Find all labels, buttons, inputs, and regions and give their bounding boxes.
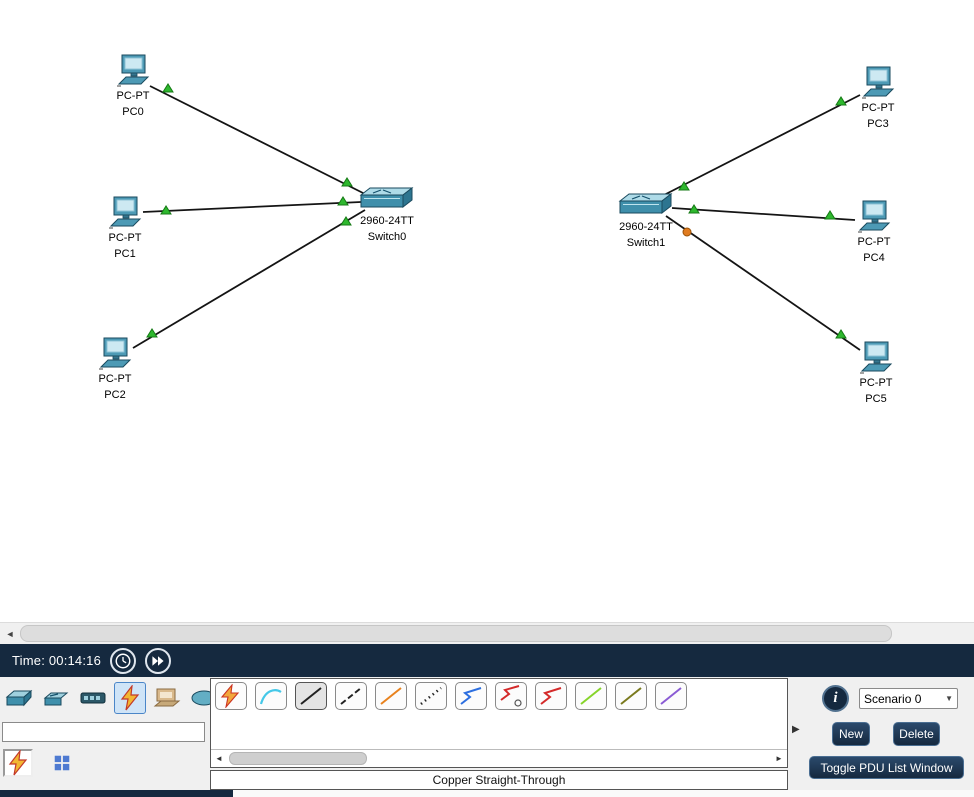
device-label: PC-PT [99,373,132,385]
cable-fiber-icon[interactable] [375,682,407,710]
selected-cable-label: Copper Straight-Through [210,770,788,790]
canvas-horizontal-scrollbar[interactable]: ◄ [0,622,974,644]
link-status-up-icon [146,328,158,338]
cable-console-icon[interactable] [255,682,287,710]
device-label: Switch1 [627,237,666,249]
link-status-up-icon [162,83,174,93]
new-scenario-button[interactable]: New [832,722,870,746]
device-label: 2960-24TT [360,215,414,227]
cable-icon-row [215,682,687,710]
device-grid-icon[interactable] [49,750,75,776]
link-pc2-switch0[interactable] [132,209,366,349]
link-status-up-icon [835,96,847,106]
cable-auto-connect-icon[interactable] [215,682,247,710]
link-status-up-icon [337,196,349,206]
info-button[interactable]: i [822,685,849,712]
device-switch0[interactable] [359,186,414,209]
link-switch1-pc5[interactable] [665,215,861,351]
scrollbar-track[interactable] [20,623,974,645]
link-status-up-icon [678,181,690,191]
link-status-up-icon [835,329,847,339]
device-label: PC0 [122,106,143,118]
cable-serial-dte-icon[interactable] [535,682,567,710]
fast-forward-time-button[interactable] [145,647,172,674]
link-pc0-switch0[interactable] [149,85,366,195]
cable-ioe-custom-icon[interactable] [615,682,647,710]
realtime-clock-button[interactable] [110,647,137,674]
scrollbar-thumb[interactable] [20,624,892,642]
cable-scroll-thumb[interactable] [229,751,367,765]
device-pc4[interactable] [858,200,891,233]
link-pc1-switch0[interactable] [142,201,362,213]
device-label: PC1 [114,248,135,260]
panel-expander[interactable]: ▶ [792,724,800,735]
routers-icon[interactable] [3,682,35,714]
toggle-pdu-list-button[interactable]: Toggle PDU List Window [809,756,964,779]
device-pc3[interactable] [862,66,895,99]
connections-icon[interactable] [114,682,146,714]
cable-scroll-left-icon[interactable]: ◄ [215,754,223,763]
device-label: PC4 [863,252,884,264]
cable-serial-dce-icon[interactable] [495,682,527,710]
link-status-up-icon [160,205,172,215]
connections-subcategory-icon[interactable] [3,749,33,777]
fast-forward-icon [152,655,164,666]
device-label: PC-PT [862,102,895,114]
device-category-row [3,682,220,714]
link-status-up-icon [340,216,352,226]
link-status-up-icon [824,210,836,220]
bottom-toolbox: ◄ ► Copper Straight-Through ▶ i Scenario… [0,677,974,790]
delete-scenario-button[interactable]: Delete [893,722,940,746]
link-status-up-icon [688,204,700,214]
topology-svg: PC-PTPC0PC-PTPC1PC-PTPC22960-24TTSwitch0… [99,54,895,405]
link-switch1-pc3[interactable] [661,94,861,197]
cable-scroll-track[interactable] [227,750,771,768]
link-status-amber-icon [682,227,692,237]
scroll-left-arrow-icon[interactable]: ◄ [5,628,15,639]
device-label: PC3 [867,118,888,130]
link-status-up-icon [341,177,353,187]
device-label: PC-PT [109,232,142,244]
device-label: Switch0 [368,231,407,243]
scenario-selected-value: Scenario 0 [864,691,922,706]
clock-icon [115,653,131,668]
cable-copper-straight-through-icon[interactable] [295,682,327,710]
device-subcategory-row [3,749,75,777]
device-label: PC5 [865,393,886,405]
device-pc1[interactable] [109,196,142,229]
device-label: 2960-24TT [619,221,673,233]
cable-octal-icon[interactable] [575,682,607,710]
scenario-dropdown[interactable]: Scenario 0 ▼ [859,688,958,709]
device-pc0[interactable] [117,54,150,87]
link-switch1-pc4[interactable] [671,207,856,221]
device-search-input[interactable] [2,722,205,742]
device-label: PC-PT [117,90,150,102]
cable-scrollbar[interactable]: ◄ ► [211,749,787,767]
cable-coaxial-icon[interactable] [455,682,487,710]
end-devices-icon[interactable] [151,682,183,714]
time-bar: Time: 00:14:16 [0,644,974,677]
bottom-dark-strip [0,790,974,797]
device-pc2[interactable] [99,337,132,370]
connection-type-panel: ◄ ► [210,678,788,768]
device-label: PC2 [104,389,125,401]
chevron-down-icon: ▼ [945,694,953,703]
device-label: PC-PT [858,236,891,248]
device-label: PC-PT [860,377,893,389]
device-switch1[interactable] [618,192,673,215]
simulation-time-label: Time: 00:14:16 [12,653,102,668]
switches-icon[interactable] [40,682,72,714]
hubs-icon[interactable] [77,682,109,714]
cable-scroll-right-icon[interactable]: ► [775,754,783,763]
cable-phone-icon[interactable] [415,682,447,710]
cable-copper-cross-over-icon[interactable] [335,682,367,710]
device-pc5[interactable] [860,341,893,374]
cable-usb-icon[interactable] [655,682,687,710]
